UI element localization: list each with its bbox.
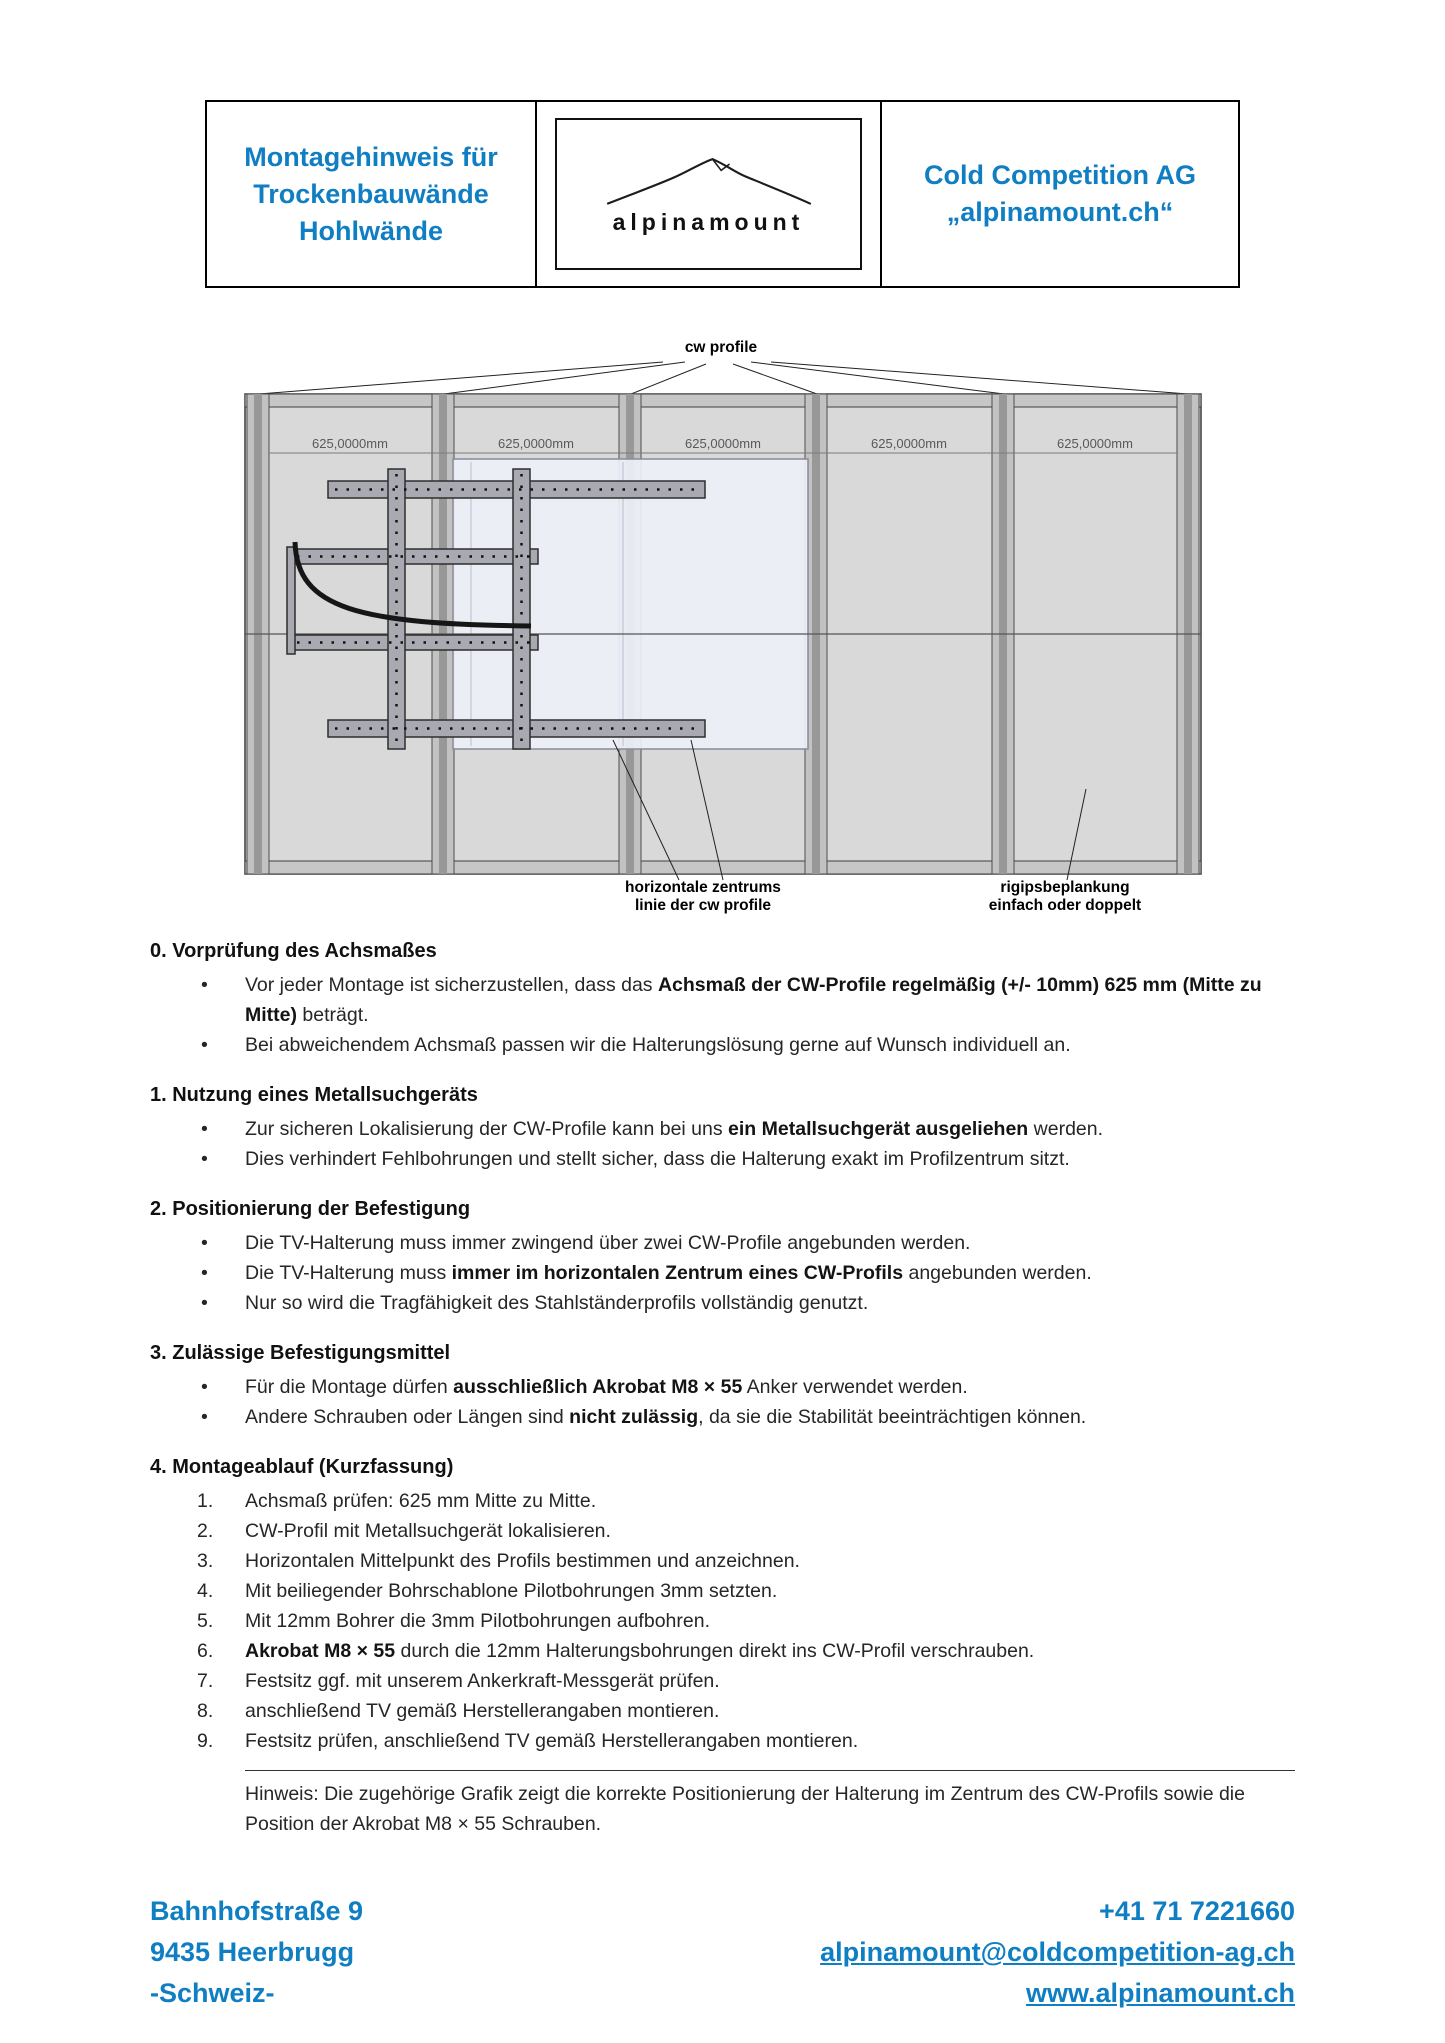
center-line-label-1: horizontale zentrums: [625, 879, 781, 896]
doc-title-line-2: Trockenbauwände: [253, 178, 489, 209]
dimension-labels: 625,0000mm 625,0000mm 625,0000mm 625,000…: [312, 436, 1133, 451]
list-item: anschließend TV gemäß Herstellerangaben …: [197, 1696, 720, 1726]
dimension-label: 625,0000mm: [871, 436, 947, 451]
list-item: Dies verhindert Fehlbohrungen und stellt…: [201, 1144, 1295, 1174]
numbered-list: Achsmaß prüfen: 625 mm Mitte zu Mitte.CW…: [150, 1486, 1295, 1756]
document-footer: Bahnhofstraße 9 9435 Heerbrugg -Schweiz-…: [150, 1891, 1295, 2014]
note-divider: [245, 1770, 1295, 1771]
list-item: Mit beiliegender Bohrschablone Pilotbohr…: [197, 1576, 778, 1606]
list-item: CW-Profil mit Metallsuchgerät lokalisier…: [197, 1516, 611, 1546]
mountain-icon: [606, 157, 811, 205]
section: 2. Positionierung der BefestigungDie TV-…: [150, 1194, 1295, 1318]
list-item: Zur sicheren Lokalisierung der CW-Profil…: [201, 1114, 1295, 1144]
email-link[interactable]: alpinamount@coldcompetition-ag.ch: [820, 1937, 1295, 1967]
bullet-list: Die TV-Halterung muss immer zwingend übe…: [150, 1228, 1295, 1318]
technical-diagram: cw profile: [243, 334, 1203, 914]
plasterboard-leader: [1066, 788, 1086, 881]
website-link[interactable]: www.alpinamount.ch: [1025, 1978, 1295, 2008]
address-country: -Schweiz-: [150, 1978, 275, 2008]
list-item: Die TV-Halterung muss immer im horizonta…: [201, 1258, 1295, 1288]
cw-profile-leader-lines: [258, 361, 1188, 395]
list-item: Bei abweichendem Achsmaß passen wir die …: [201, 1030, 1295, 1060]
list-item: Festsitz ggf. mit unserem Ankerkraft-Mes…: [197, 1666, 720, 1696]
list-item: Andere Schrauben oder Längen sind nicht …: [201, 1402, 1295, 1432]
bottom-track: [244, 860, 1201, 875]
section-title: 0. Vorprüfung des Achsmaßes: [150, 940, 437, 962]
bracket-holes: [296, 474, 698, 744]
company-box: Cold Competition AG „alpinamount.ch“: [882, 102, 1238, 286]
address-city: 9435 Heerbrugg: [150, 1937, 355, 1967]
list-item: Festsitz prüfen, anschließend TV gemäß H…: [197, 1726, 859, 1756]
logo-cell: alpinamount: [537, 102, 882, 286]
section: 0. Vorprüfung des AchsmaßesVor jeder Mon…: [150, 936, 1295, 1060]
doc-title-box: Montagehinweis für Trockenbauwände Hohlw…: [207, 102, 537, 286]
list-item: Die TV-Halterung muss immer zwingend übe…: [201, 1228, 1295, 1258]
logo-text: alpinamount: [612, 208, 805, 235]
doc-title-line-1: Montagehinweis für: [244, 141, 498, 172]
center-line-label-2: linie der cw profile: [634, 897, 770, 914]
address-street: Bahnhofstraße 9: [150, 1896, 364, 1926]
dimension-label: 625,0000mm: [312, 436, 388, 451]
plasterboard-label-1: rigipsbeplankung: [1000, 879, 1129, 896]
list-item: Nur so wird die Tragfähigkeit des Stahls…: [201, 1288, 1295, 1318]
list-item: Für die Montage dürfen ausschließlich Ak…: [201, 1372, 1295, 1402]
alpinamount-logo: alpinamount: [555, 118, 862, 270]
section: 4. Montageablauf (Kurzfassung) Achsmaß pr…: [150, 1452, 1295, 1756]
instruction-sections: 0. Vorprüfung des AchsmaßesVor jeder Mon…: [150, 936, 1295, 1756]
address-block: Bahnhofstraße 9 9435 Heerbrugg -Schweiz-: [150, 1891, 363, 2014]
note-block: Hinweis: Die zugehörige Grafik zeigt die…: [245, 1770, 1295, 1839]
company-brand: „alpinamount.ch“: [946, 197, 1174, 227]
dimension-label: 625,0000mm: [1057, 436, 1133, 451]
phone-number: +41 71 7221660: [1099, 1896, 1295, 1926]
plasterboard-label-2: einfach oder doppelt: [988, 897, 1140, 914]
dimension-label: 625,0000mm: [685, 436, 761, 451]
company-name: Cold Competition AG: [924, 160, 1196, 190]
section-title: 2. Positionierung der Befestigung: [150, 1198, 471, 1220]
cw-profile-label: cw profile: [684, 339, 757, 356]
bullet-list: Zur sicheren Lokalisierung der CW-Profil…: [150, 1114, 1295, 1174]
section-title: 3. Zulässige Befestigungsmittel: [150, 1342, 451, 1364]
tv-panel: [451, 458, 809, 750]
list-item: Vor jeder Montage ist sicherzustellen, d…: [201, 970, 1295, 1030]
center-line-leaders: [612, 739, 723, 881]
list-item: Horizontalen Mittelpunkt des Profils bes…: [197, 1546, 800, 1576]
document-header: Montagehinweis für Trockenbauwände Hohlw…: [205, 100, 1240, 288]
section-title: 4. Montageablauf (Kurzfassung): [150, 1456, 454, 1478]
section: 3. Zulässige BefestigungsmittelFür die M…: [150, 1338, 1295, 1432]
list-item: Akrobat M8 × 55 durch die 12mm Halterung…: [197, 1636, 1035, 1666]
contact-block: +41 71 7221660 alpinamount@coldcompetiti…: [820, 1891, 1295, 2014]
note-text: Hinweis: Die zugehörige Grafik zeigt die…: [245, 1783, 1245, 1835]
section-title: 1. Nutzung eines Metallsuchgeräts: [150, 1084, 478, 1106]
doc-title-line-3: Hohlwände: [298, 215, 443, 246]
list-item: Mit 12mm Bohrer die 3mm Pilotbohrungen a…: [197, 1606, 710, 1636]
swing-arc: [292, 541, 531, 629]
list-item: Achsmaß prüfen: 625 mm Mitte zu Mitte.: [197, 1486, 597, 1516]
top-track: [244, 393, 1201, 408]
dimension-label: 625,0000mm: [498, 436, 574, 451]
bullet-list: Für die Montage dürfen ausschließlich Ak…: [150, 1372, 1295, 1432]
section: 1. Nutzung eines MetallsuchgerätsZur sic…: [150, 1080, 1295, 1174]
bullet-list: Vor jeder Montage ist sicherzustellen, d…: [150, 970, 1295, 1060]
